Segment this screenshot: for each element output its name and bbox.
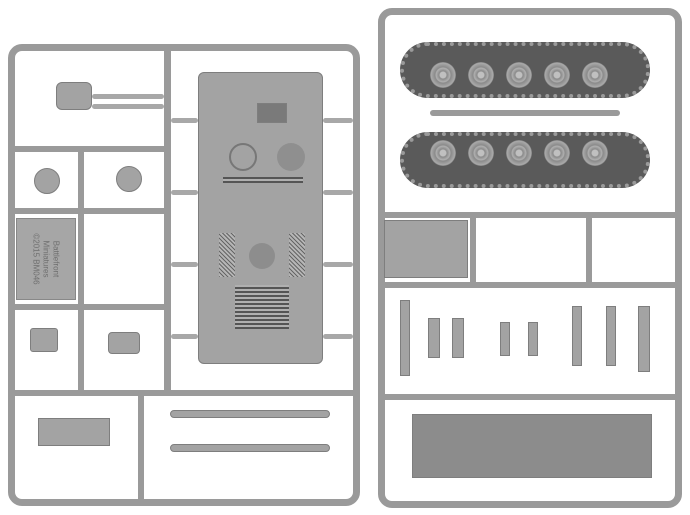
hull-hatch: [257, 103, 287, 123]
right-sprue-divider-v: [470, 212, 476, 284]
right-sprue-divider-h1: [378, 212, 682, 218]
small-part-5: [528, 322, 538, 356]
road-wheel: [430, 62, 456, 88]
tank-hull-part: [198, 72, 323, 364]
gate: [171, 334, 198, 339]
embossed-line-1: Battlefront: [51, 240, 61, 278]
left-sprue-divider-h4: [8, 390, 360, 396]
gate: [323, 262, 353, 267]
small-part-6: [572, 306, 582, 366]
gate: [323, 190, 353, 195]
left-sprue-frame: [8, 44, 360, 506]
small-part-bracket: [30, 328, 58, 352]
gate: [92, 104, 164, 109]
hull-cupola-right: [277, 143, 305, 171]
road-wheel: [544, 140, 570, 166]
left-sprue-divider-h2: [8, 208, 168, 214]
embossed-line-2: Miniatures: [41, 240, 51, 278]
gate: [323, 334, 353, 339]
hull-vent-slats: [223, 177, 303, 183]
left-sprue-divider-v: [164, 44, 171, 396]
road-wheel: [506, 62, 532, 88]
left-sprue-divider-h1: [8, 146, 168, 152]
box-part-bottom: [412, 414, 652, 478]
road-wheel: [468, 140, 494, 166]
gate: [171, 190, 198, 195]
hull-engine-grille: [235, 285, 289, 329]
road-wheel: [544, 62, 570, 88]
gate: [171, 262, 198, 267]
right-sprue-divider-v2: [586, 212, 592, 284]
left-sprue-divider-h3: [8, 304, 168, 310]
small-part-3: [452, 318, 464, 358]
small-part-7: [606, 306, 616, 366]
plate-part: [384, 220, 468, 278]
right-sprue-divider-h2: [378, 282, 682, 288]
hull-mesh-left: [219, 233, 235, 277]
embossed-line-3: ©2015 BM046: [31, 233, 41, 285]
road-wheel: [582, 140, 608, 166]
small-part-exhaust: [38, 418, 110, 446]
long-part-barrel-1: [170, 410, 330, 418]
small-part-2: [428, 318, 440, 358]
embossed-plate: Battlefront Miniatures ©2015 BM046: [16, 218, 76, 300]
small-part-mantlet: [56, 82, 92, 110]
small-part-hatch: [108, 332, 140, 354]
road-wheel: [430, 140, 456, 166]
hull-turret-ring: [249, 243, 275, 269]
embossed-text: Battlefront Miniatures ©2015 BM046: [31, 233, 61, 284]
left-sprue-divider-v2: [78, 150, 84, 390]
small-part-round-left: [34, 168, 60, 194]
gate: [323, 118, 353, 123]
hull-mesh-right: [289, 233, 305, 277]
long-part-barrel-2: [170, 444, 330, 452]
small-part-4: [500, 322, 510, 356]
road-wheel: [506, 140, 532, 166]
small-part-1: [400, 300, 410, 376]
left-sprue-divider-v3: [138, 394, 144, 506]
gate: [171, 118, 198, 123]
track-connector: [430, 110, 620, 116]
right-sprue-divider-h3: [378, 394, 682, 400]
hull-cupola-left: [229, 143, 257, 171]
small-part-round-right: [116, 166, 142, 192]
gate: [92, 94, 164, 99]
right-sprue-frame: [378, 8, 682, 508]
road-wheel: [468, 62, 494, 88]
small-part-8: [638, 306, 650, 372]
road-wheel: [582, 62, 608, 88]
